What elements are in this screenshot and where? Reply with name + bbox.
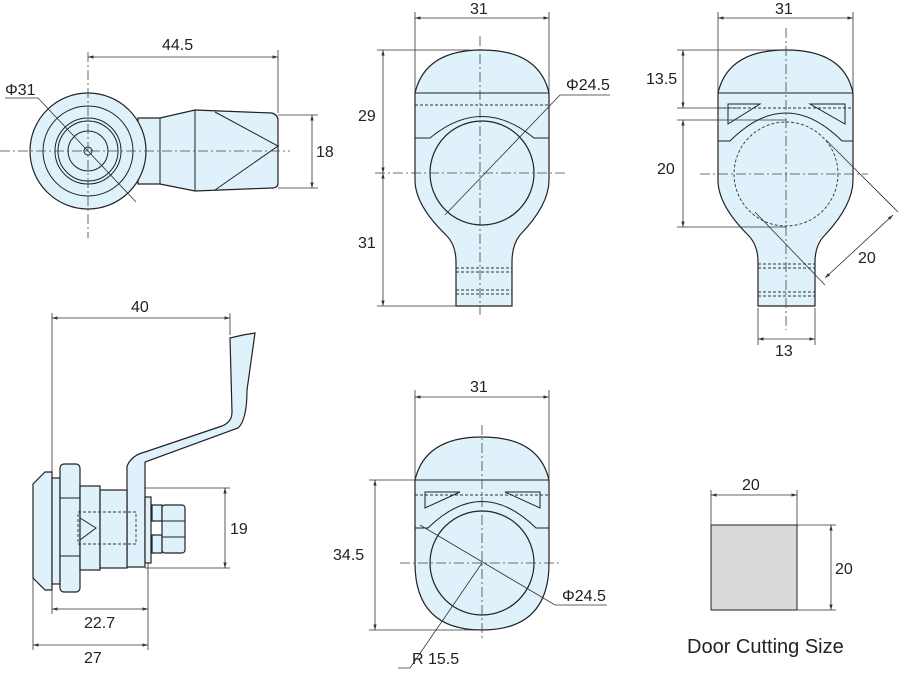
dim-lower-label: 31 — [358, 235, 376, 252]
dim-total-label: 27 — [84, 650, 102, 667]
door-cutting-caption: Door Cutting Size — [687, 636, 844, 658]
dim-diameter-label: Φ24.5 — [562, 588, 606, 605]
top-right-view: 31 13.5 20 20 13 — [646, 1, 899, 360]
door-cutting: 20 20 Door Cutting Size — [687, 477, 853, 658]
dim-width-label: 31 — [470, 1, 488, 18]
dim-tab-label: 13 — [775, 343, 793, 360]
dim-body-label: 22.7 — [84, 615, 115, 632]
dim-middle-label: 20 — [657, 161, 675, 178]
dim-height-label: 20 — [835, 561, 853, 578]
dim-diagonal-label: 20 — [858, 250, 876, 267]
front-view: 44.5 18 Φ31 — [0, 37, 334, 238]
side-view: 40 19 22.7 27 — [32, 299, 256, 667]
dim-radius-label: R 15.5 — [412, 651, 459, 668]
dim-upper-label: 13.5 — [646, 71, 677, 88]
dim-width-label: 20 — [742, 477, 760, 494]
dim-lever-label: 40 — [131, 299, 149, 316]
dim-width-label: 31 — [470, 379, 488, 396]
dim-height-label: 18 — [316, 144, 334, 161]
dim-diameter-label: Φ31 — [5, 82, 36, 99]
dim-height-label: 19 — [230, 521, 248, 538]
dim-diameter-label: Φ24.5 — [566, 77, 610, 94]
dim-height-label: 34.5 — [333, 547, 364, 564]
dim-width-label: 31 — [775, 1, 793, 18]
door-cutting-square — [710, 524, 798, 611]
bottom-middle-view: 31 34.5 Φ24.5 R 15.5 — [333, 379, 607, 669]
dim-upper-label: 29 — [358, 108, 376, 125]
dim-width-label: 44.5 — [162, 37, 193, 54]
top-middle-view: 31 29 31 Φ24.5 — [358, 1, 610, 315]
